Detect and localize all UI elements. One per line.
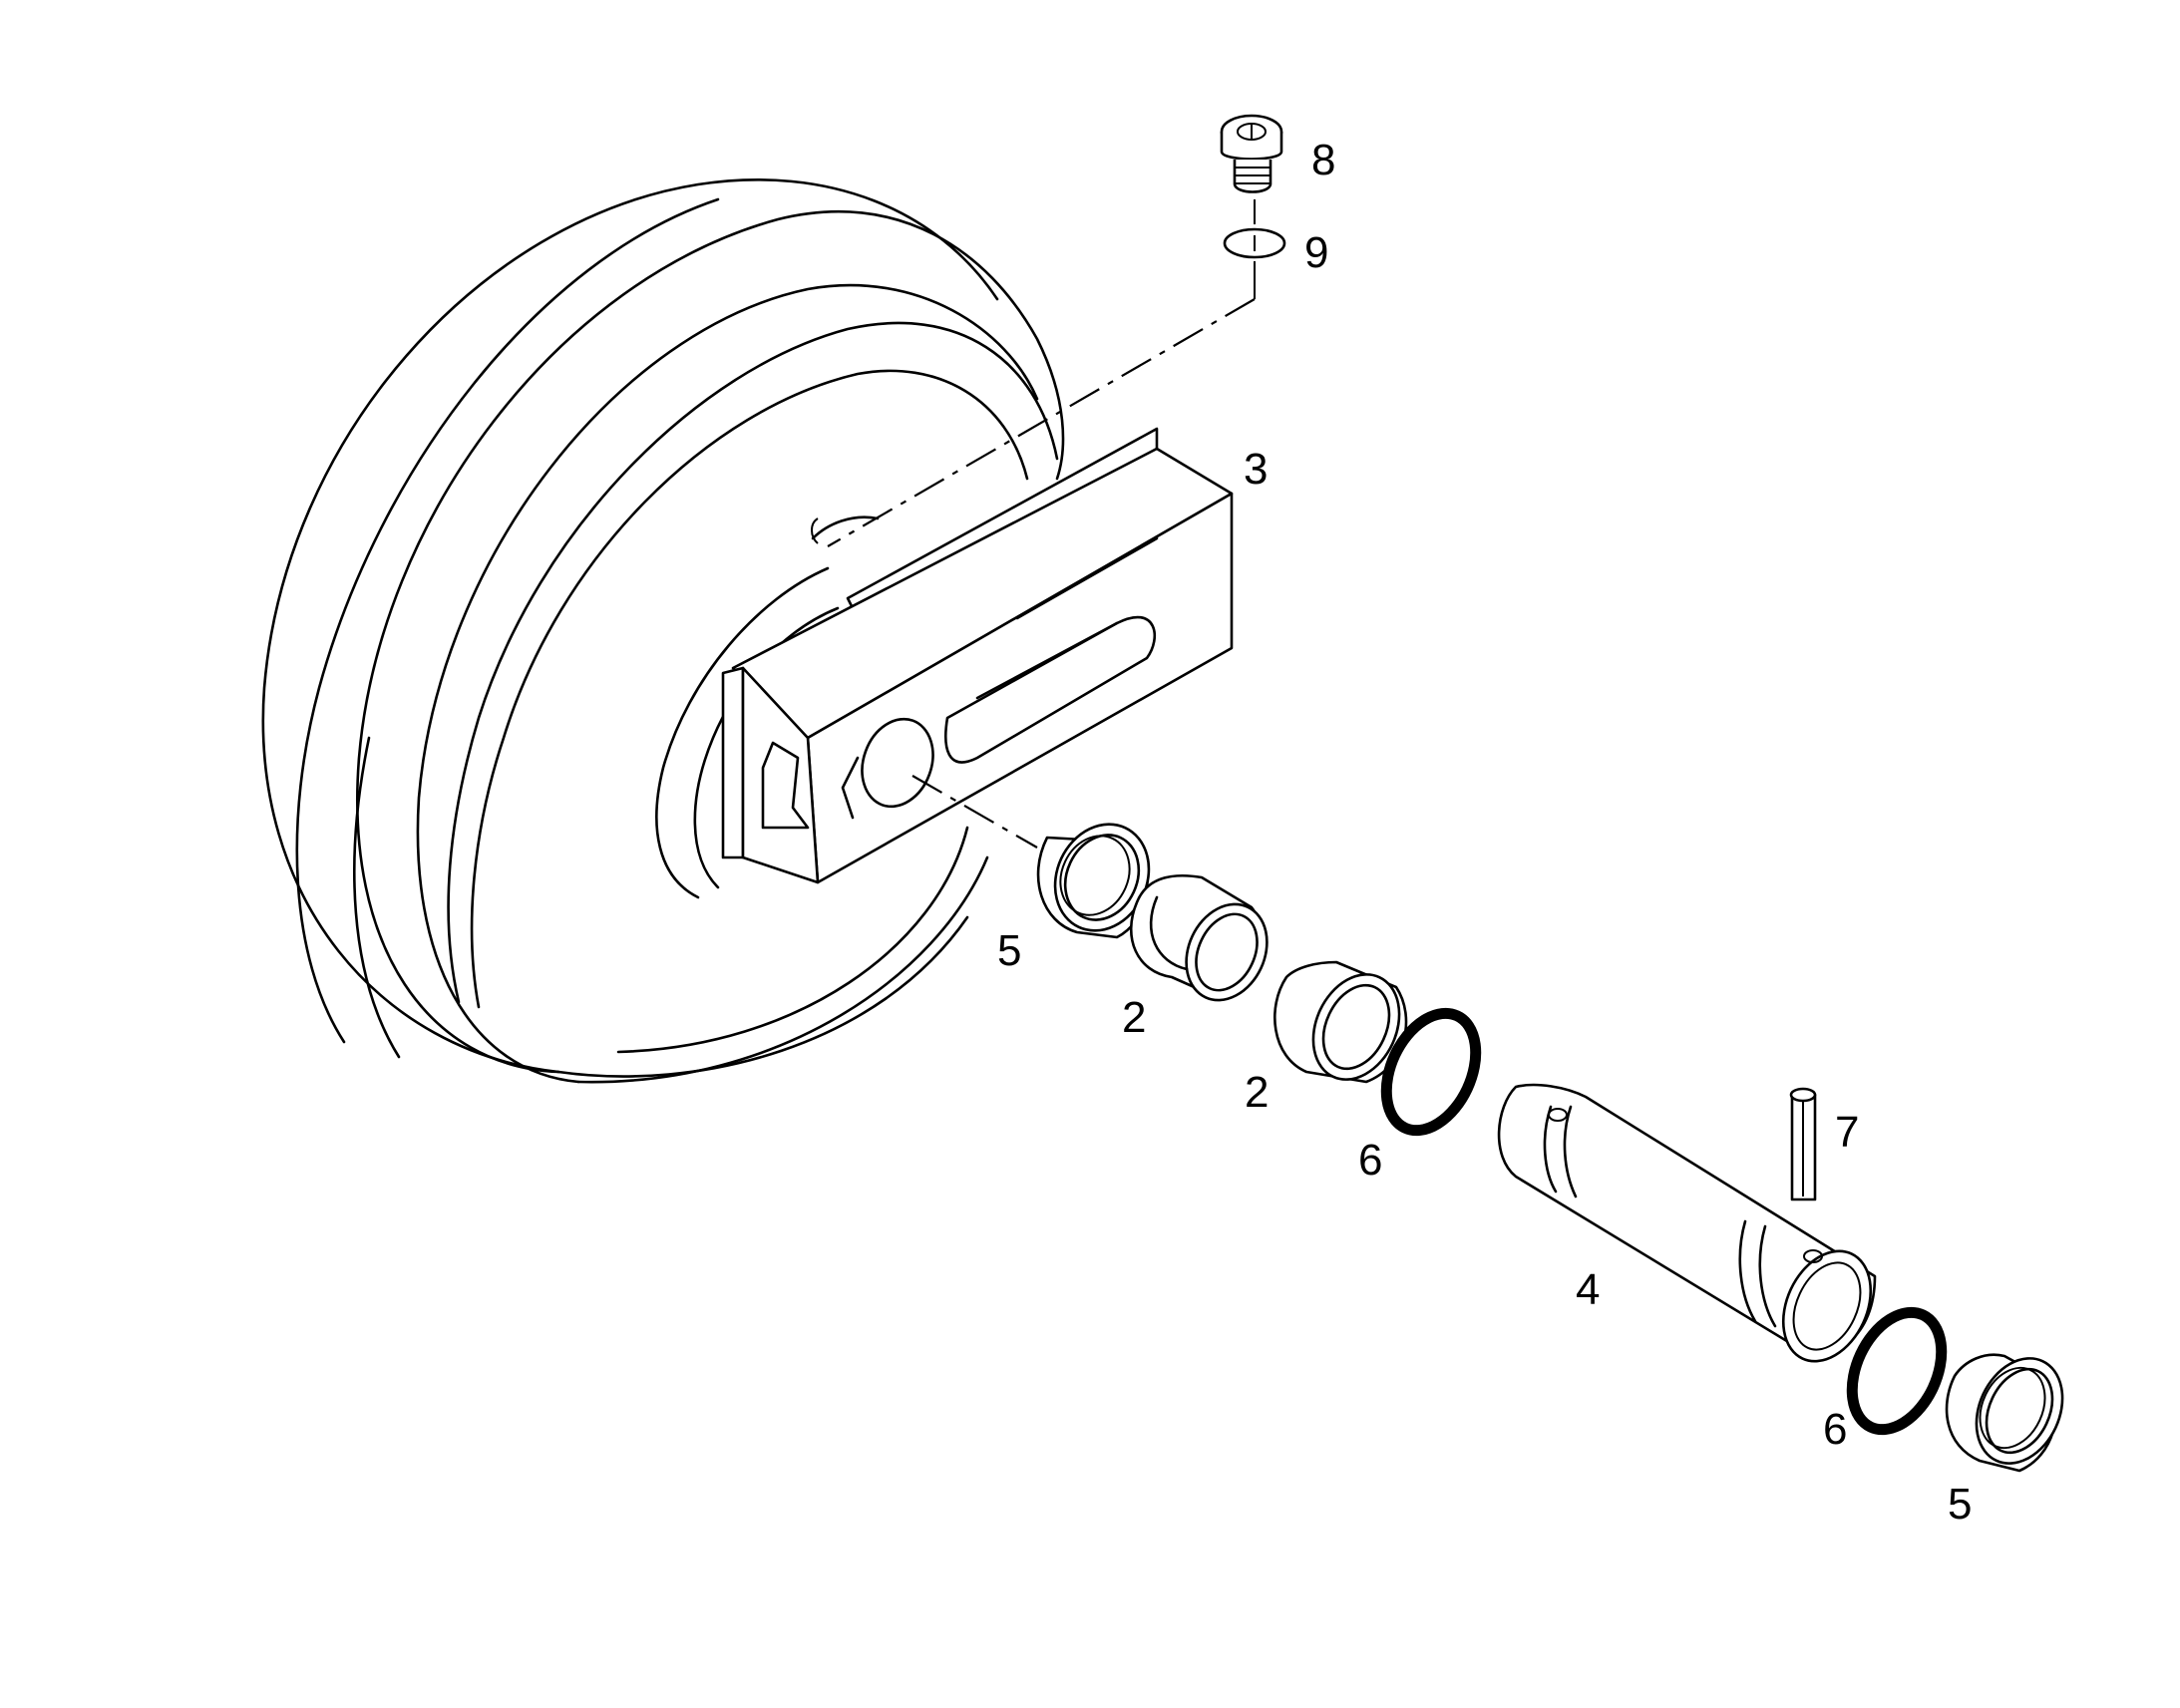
callout-label-9: 9 [1304,228,1328,277]
o-ring-2 [1846,1306,1948,1436]
bushing-right [1945,1353,2064,1473]
idler-wheel [261,178,1065,1084]
assembly-axis-lines [827,199,1256,849]
seal-ring [1223,227,1286,259]
o-ring-1 [1380,1007,1482,1137]
callout-label-6-lower: 6 [1823,1405,1847,1454]
flanged-bushing-1 [1129,873,1269,1002]
shaft-pin [1497,1083,1877,1363]
callout-label-3: 3 [1244,445,1268,494]
bracket [721,427,1234,884]
callout-label-5-left: 5 [997,926,1021,975]
roll-pin [1789,1087,1817,1201]
callout-label-8: 8 [1311,136,1335,184]
bushing-left [1036,823,1151,939]
callout-label-5-right: 5 [1948,1480,1972,1529]
callout-label-4: 4 [1576,1265,1600,1314]
flanged-bushing-2 [1273,960,1408,1084]
plug [1220,114,1283,193]
callout-labels: 8 9 3 5 2 2 6 7 4 6 5 [997,136,1972,1529]
callout-label-2-lower: 2 [1245,1068,1269,1117]
callout-label-7: 7 [1835,1108,1859,1157]
callout-label-2-upper: 2 [1122,993,1146,1042]
callout-label-6-upper: 6 [1358,1136,1382,1185]
